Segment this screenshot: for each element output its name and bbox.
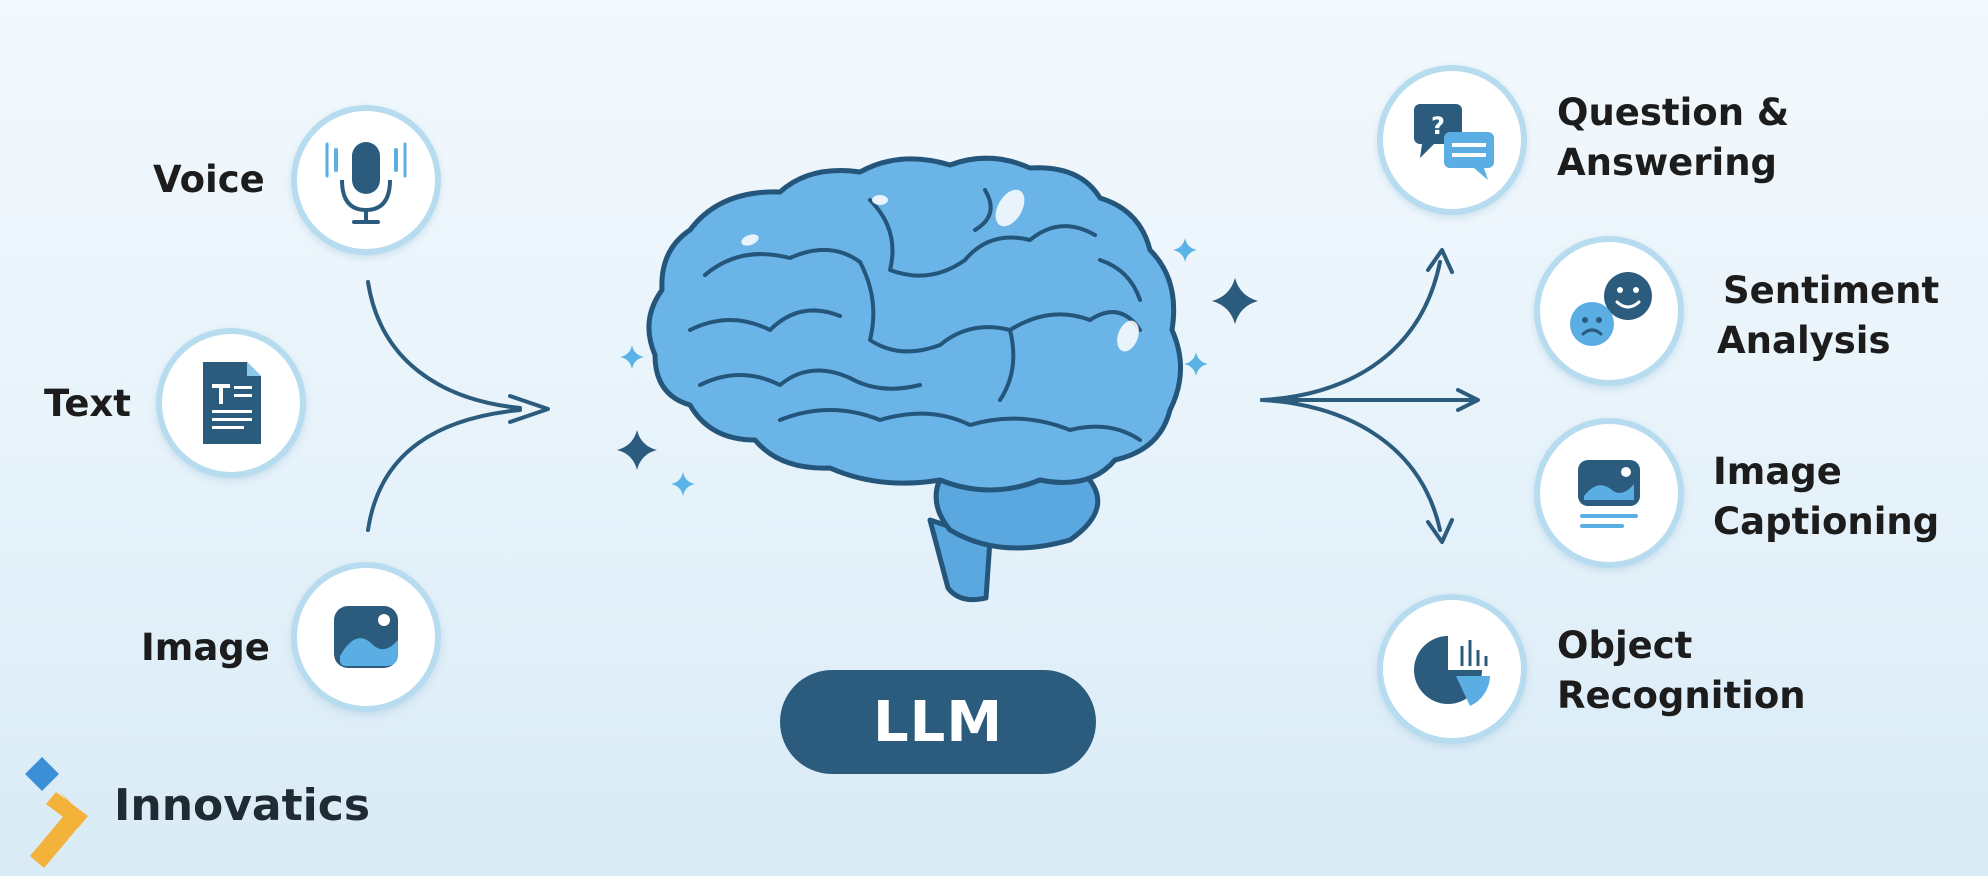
output-label-line: Question & xyxy=(1557,91,1790,134)
sparkle-icon xyxy=(1173,238,1197,262)
output-label-sentiment: Sentiment Analysis xyxy=(1717,266,1939,366)
output-label-line: Answering xyxy=(1557,141,1778,184)
svg-text:?: ? xyxy=(1431,112,1445,140)
brain-icon xyxy=(646,155,1183,603)
output-node-captioning xyxy=(1534,418,1684,568)
output-node-object xyxy=(1377,594,1527,744)
chat-question-icon: ? xyxy=(1414,104,1494,180)
output-arrows xyxy=(1260,248,1480,544)
output-label-line: Analysis xyxy=(1717,319,1891,362)
input-arrows xyxy=(366,280,550,532)
sparkle-icon xyxy=(1184,352,1208,376)
brand-name: Innovatics xyxy=(114,780,371,831)
output-label-line: Object xyxy=(1557,624,1693,667)
output-label-line: Image xyxy=(1713,450,1842,493)
text-document-icon xyxy=(203,362,261,444)
image-icon xyxy=(334,606,398,668)
arrow-to-object xyxy=(1260,398,1442,532)
brain-main xyxy=(646,155,1183,493)
sparkle-icon xyxy=(620,345,644,369)
arrow-to-object-head xyxy=(1426,518,1454,544)
input-label-text: Text xyxy=(44,382,131,425)
sparkle-icon xyxy=(671,472,695,496)
input-node-image xyxy=(291,562,441,712)
output-label-line: Recognition xyxy=(1557,674,1806,717)
output-label-qa: Question & Answering xyxy=(1557,88,1789,188)
sentiment-faces-icon xyxy=(1570,272,1652,346)
microphone-icon xyxy=(325,142,407,224)
output-label-object: Object Recognition xyxy=(1557,621,1806,721)
input-node-voice xyxy=(291,105,441,255)
sparkles xyxy=(617,238,1258,496)
output-node-qa: ? xyxy=(1377,65,1527,215)
innovatics-logo-icon xyxy=(25,757,88,868)
sparkle-icon xyxy=(617,430,657,470)
image-caption-icon xyxy=(1578,460,1640,528)
output-label-captioning: Image Captioning xyxy=(1713,447,1939,547)
arrow-to-qa-head xyxy=(1426,248,1454,274)
sparkle-icon xyxy=(1212,278,1258,324)
pie-chart-icon xyxy=(1414,636,1490,706)
merge-arrowhead xyxy=(508,394,550,424)
output-node-sentiment xyxy=(1534,236,1684,386)
llm-label: LLM xyxy=(780,670,1096,774)
voice-arrow xyxy=(366,280,522,410)
input-node-text xyxy=(156,328,306,478)
image-arrow xyxy=(366,408,522,532)
arrow-to-sentiment-head xyxy=(1456,388,1480,412)
output-label-line: Captioning xyxy=(1713,500,1940,543)
arrow-to-qa xyxy=(1260,260,1442,402)
output-label-line: Sentiment xyxy=(1723,269,1940,312)
input-label-voice: Voice xyxy=(153,158,265,201)
input-label-image: Image xyxy=(141,626,270,669)
